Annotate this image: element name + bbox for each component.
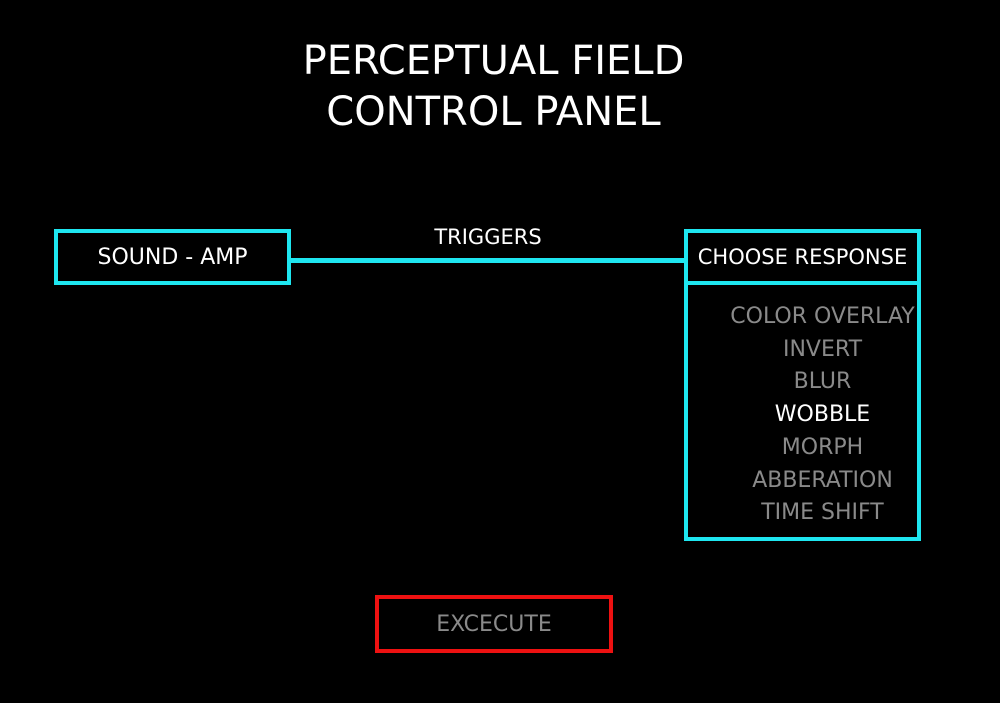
page-title-line2: CONTROL PANEL [326, 89, 661, 135]
execute-button[interactable]: EXCECUTE [375, 595, 613, 653]
choose-response-label: CHOOSE RESPONSE [697, 245, 908, 269]
trigger-connector-line [289, 258, 687, 263]
response-option-wobble[interactable]: WOBBLE [774, 402, 871, 428]
response-option-morph[interactable]: MORPH [781, 434, 864, 460]
response-options-list: COLOR OVERLAY INVERT BLUR WOBBLE MORPH A… [684, 281, 921, 541]
page-title: PERCEPTUAL FIELD CONTROL PANEL [0, 36, 987, 138]
response-option-blur[interactable]: BLUR [793, 369, 852, 395]
response-option-color-overlay[interactable]: COLOR OVERLAY [730, 304, 915, 329]
triggers-label: TRIGGERS [434, 225, 542, 249]
response-option-time-shift[interactable]: TIME SHIFT [761, 500, 884, 526]
page-title-line1: PERCEPTUAL FIELD [302, 38, 685, 84]
trigger-source-button[interactable]: SOUND - AMP [54, 229, 291, 285]
response-option-invert[interactable]: INVERT [782, 336, 863, 362]
trigger-source-label: SOUND - AMP [97, 244, 248, 270]
choose-response-header[interactable]: CHOOSE RESPONSE [684, 229, 921, 285]
response-option-abberation[interactable]: ABBERATION [752, 467, 893, 493]
